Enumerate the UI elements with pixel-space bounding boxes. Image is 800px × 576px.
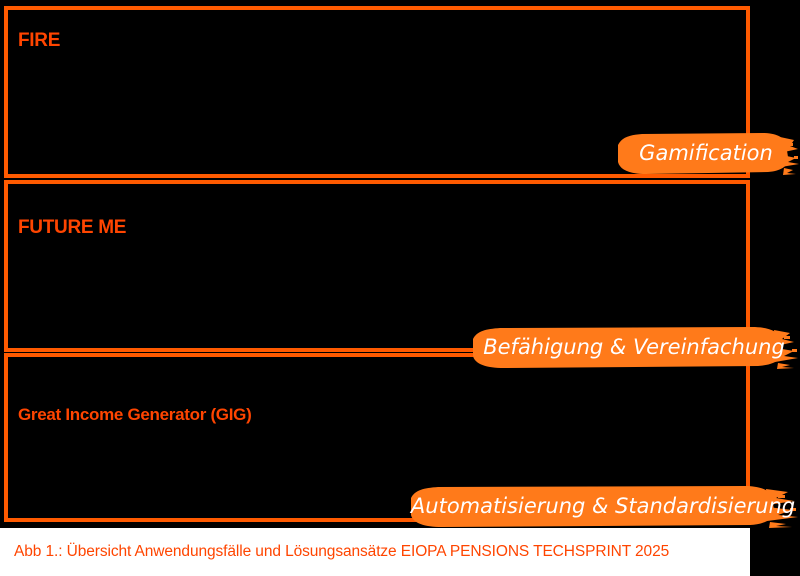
brush-stroke-icon — [473, 327, 798, 369]
figure-caption-band: Abb 1.: Übersicht Anwendungsfälle und Lö… — [0, 528, 750, 576]
usecase-title-gig: Great Income Generator (GIG) — [18, 405, 252, 424]
usecase-box-gig: Great Income Generator (GIG) — [4, 353, 750, 522]
usecase-title-future-me: FUTURE ME — [18, 217, 127, 238]
solution-label-gamification: Gamification — [612, 131, 800, 175]
usecase-box-fire: FIRE — [4, 6, 750, 178]
figure-caption-text: Abb 1.: Übersicht Anwendungsfälle und Lö… — [14, 543, 670, 560]
brush-stroke-icon — [411, 486, 798, 528]
usecase-title-fire: FIRE — [18, 30, 61, 51]
solution-label-befaehigung: Befähigung & Vereinfachung — [468, 325, 800, 369]
solution-label-automatisierung-text: Automatisierung & Standardisierung — [410, 494, 796, 518]
solution-label-befaehigung-text: Befähigung & Vereinfachung — [483, 335, 785, 359]
solution-label-gamification-text: Gamification — [639, 141, 773, 165]
usecase-box-future-me: FUTURE ME — [4, 180, 750, 352]
brush-stroke-icon — [618, 133, 799, 175]
solution-label-automatisierung: Automatisierung & Standardisierung — [406, 484, 800, 528]
